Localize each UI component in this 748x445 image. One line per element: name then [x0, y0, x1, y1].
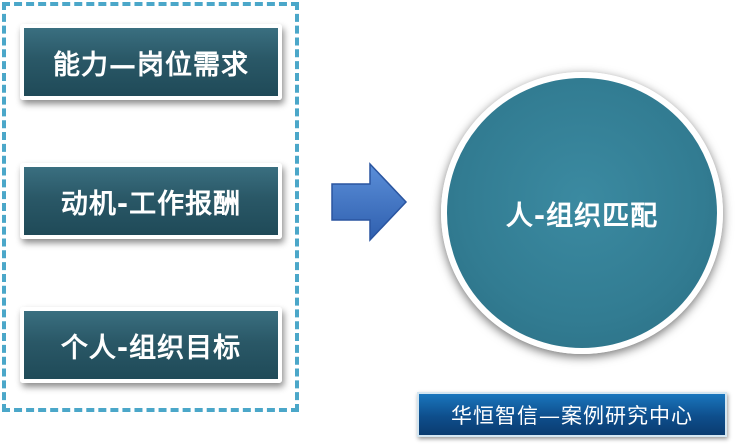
- footer-badge: 华恒智信—案例研究中心: [417, 392, 727, 437]
- factor-box-ability-job: 能力—岗位需求: [20, 24, 282, 100]
- right-arrow-icon: [331, 162, 408, 242]
- factor-box-individual-org-goals: 个人-组织目标: [20, 307, 282, 383]
- factor-label: 个人-组织目标: [60, 332, 242, 364]
- factor-label: 能力—岗位需求: [53, 49, 249, 81]
- factors-group-frame: [2, 2, 299, 412]
- factor-label: 动机-工作报酬: [60, 188, 242, 220]
- factor-box-motivation-reward: 动机-工作报酬: [20, 163, 282, 239]
- result-label: 人-组织匹配: [505, 200, 659, 232]
- footer-label: 华恒智信—案例研究中心: [451, 403, 693, 428]
- person-org-fit-circle: 人-组织匹配: [441, 72, 723, 354]
